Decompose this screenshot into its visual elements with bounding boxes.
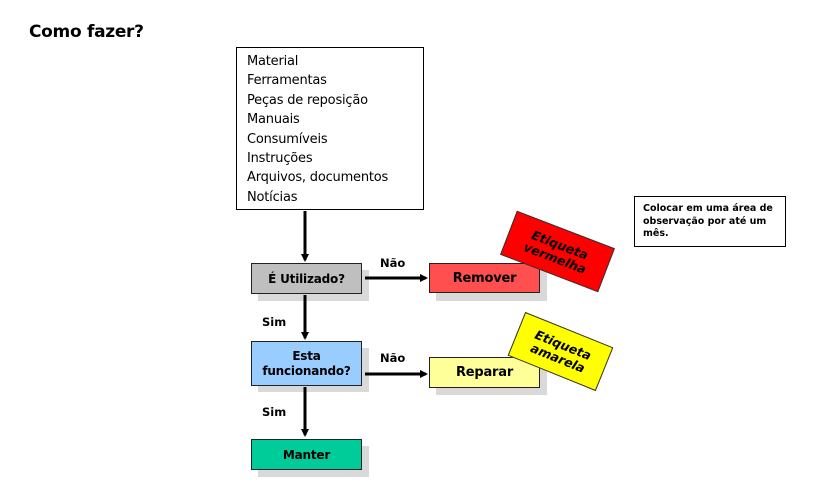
page-title: Como fazer?: [29, 22, 144, 42]
action-manter: Manter: [251, 439, 362, 470]
list-item: Notícias: [247, 189, 298, 205]
edge-label-sim: Sim: [262, 315, 287, 329]
edge-label-nao: Não: [380, 351, 406, 365]
node-label: Reparar: [455, 365, 514, 380]
list-item: Ferramentas: [247, 73, 327, 89]
decision-e-utilizado: É Utilizado?: [251, 263, 362, 294]
action-remover: Remover: [429, 263, 540, 293]
node-label-line2: funcionando?: [262, 363, 351, 378]
items-list-box: Material Ferramentas Peças de reposição …: [236, 47, 424, 210]
list-item: Material: [247, 54, 299, 69]
list-item: Peças de reposição: [247, 92, 368, 108]
edge-label-nao: Não: [380, 256, 406, 270]
node-label: Remover: [452, 270, 517, 286]
decision-esta-funcionando: Esta funcionando?: [251, 341, 362, 386]
node-label: Manter: [282, 447, 331, 462]
list-item: Consumíveis: [247, 131, 328, 147]
node-label-line1: Esta: [292, 348, 321, 363]
node-label: É Utilizado?: [268, 271, 345, 286]
observation-note: Colocar em uma área de observação por at…: [634, 196, 786, 247]
list-item: Manuais: [247, 112, 300, 128]
list-item: Instruções: [247, 151, 313, 167]
edge-label-sim: Sim: [262, 405, 287, 419]
list-item: Arquivos, documentos: [247, 170, 389, 186]
action-reparar: Reparar: [429, 357, 540, 388]
